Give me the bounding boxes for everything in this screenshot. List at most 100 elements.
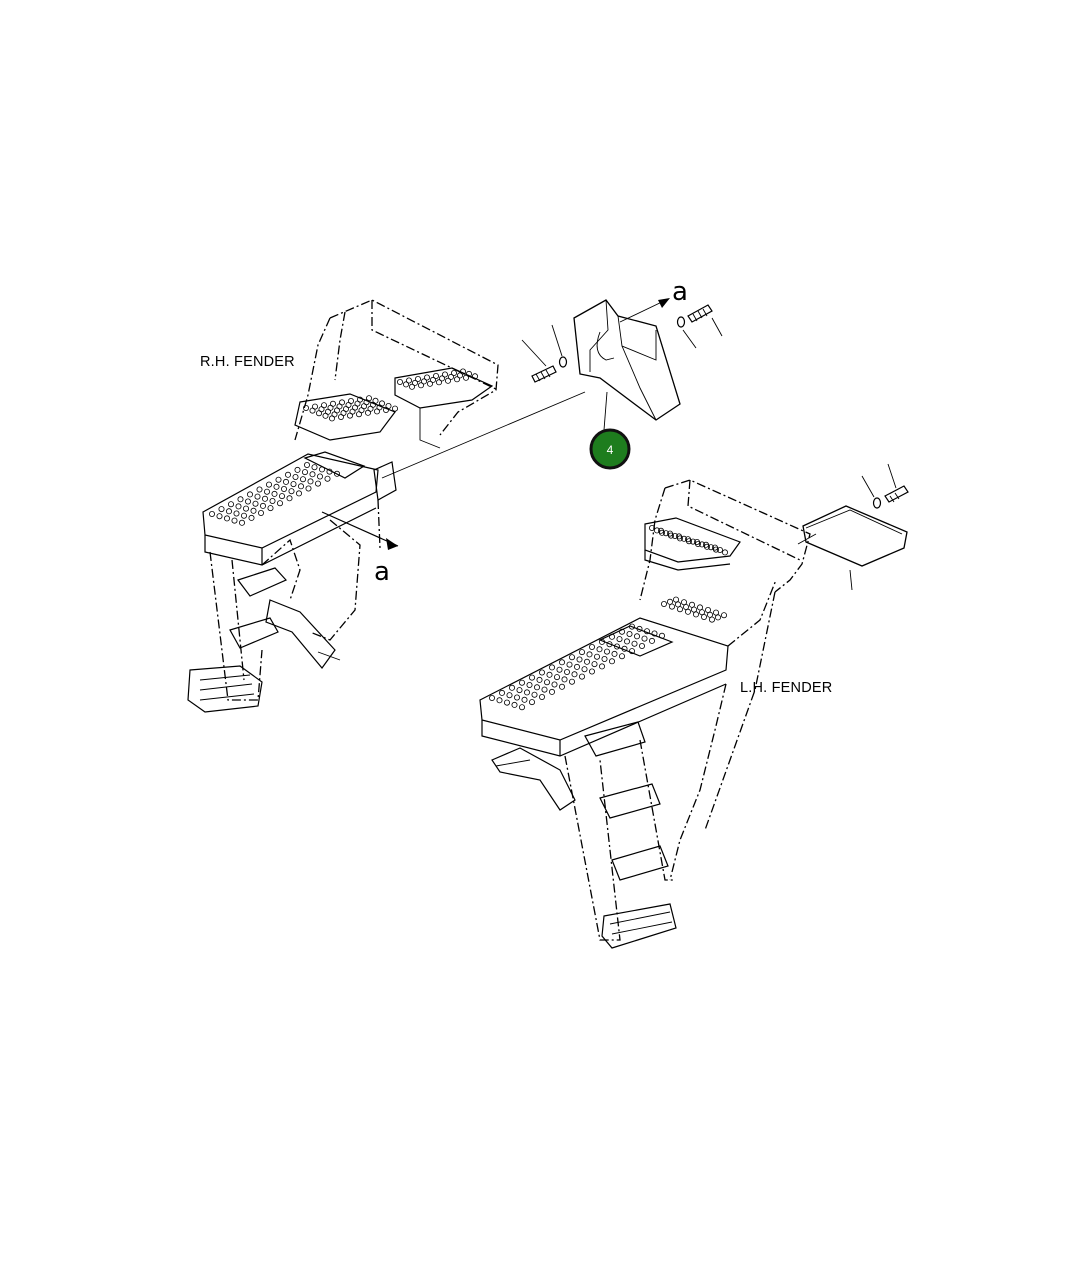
perforation-hole <box>549 664 556 671</box>
perforation-hole <box>539 694 546 701</box>
perforation-hole <box>302 404 309 411</box>
perforation-hole <box>280 485 287 492</box>
perforation-hole <box>252 500 259 507</box>
perforation-hole <box>624 638 631 645</box>
callout-4[interactable]: 4 <box>589 428 631 470</box>
perforation-hole <box>717 547 724 554</box>
perforation-hole <box>541 686 548 693</box>
perforation-hole <box>521 696 528 703</box>
perforation-hole <box>271 490 278 497</box>
perforation-hole <box>571 671 578 678</box>
perforation-hole <box>566 661 573 668</box>
perforation-hole <box>709 616 716 623</box>
perforation-hole <box>649 637 656 644</box>
perforation-hole <box>694 539 701 546</box>
perforation-hole <box>594 653 601 660</box>
view-arrow-a-lower-label: a <box>374 557 390 587</box>
perforation-hole <box>677 606 684 613</box>
perforation-hole <box>297 483 304 490</box>
perforation-hole <box>591 661 598 668</box>
perforation-hole <box>438 375 445 382</box>
perforation-hole <box>233 510 240 517</box>
perforation-hole <box>465 370 472 377</box>
perforation-hole <box>405 377 412 384</box>
perforation-hole <box>261 495 268 502</box>
perforation-hole <box>391 405 398 412</box>
perforation-hole <box>267 505 274 512</box>
perforation-hole <box>715 614 722 621</box>
perforation-hole <box>672 533 679 540</box>
perforation-hole <box>311 403 318 410</box>
perforation-hole <box>722 549 729 556</box>
lh-fender-assembly <box>479 479 811 949</box>
perforation-hole <box>396 378 403 385</box>
perforation-hole <box>506 692 513 699</box>
perforation-hole <box>536 676 543 683</box>
perforation-hole <box>569 678 576 685</box>
perforation-hole <box>269 497 276 504</box>
perforation-hole <box>663 530 670 537</box>
perforation-hole <box>459 368 466 375</box>
perforation-hole <box>471 373 478 380</box>
perforation-hole <box>408 383 415 390</box>
perforation-hole <box>564 669 571 676</box>
perforation-hole <box>292 473 299 480</box>
perforation-hole <box>669 603 676 610</box>
perforation-hole <box>589 644 596 651</box>
callout-4-circle[interactable] <box>589 428 631 470</box>
perforation-hole <box>402 381 409 388</box>
perforation-hole <box>240 512 247 519</box>
perforation-hole <box>539 669 546 676</box>
perforation-hole <box>599 638 606 645</box>
perforation-hole <box>708 544 715 551</box>
perforation-hole <box>589 668 596 675</box>
perforation-hole <box>529 674 536 681</box>
perforation-hole <box>453 376 460 383</box>
perforation-hole <box>275 476 282 483</box>
perforation-hole <box>307 478 314 485</box>
perforation-hole <box>498 689 505 696</box>
perforation-hole <box>372 397 379 404</box>
perforation-hole <box>503 699 510 706</box>
perforation-hole <box>581 666 588 673</box>
perforation-hole <box>574 663 581 670</box>
perforation-hole <box>227 501 234 508</box>
callout-4-number[interactable]: 4 <box>607 443 614 457</box>
perforation-hole <box>579 673 586 680</box>
perforation-hole <box>441 371 448 378</box>
perforation-hole <box>544 679 551 686</box>
rh-fender-perforations <box>208 368 478 526</box>
perforation-hole <box>385 402 392 409</box>
perforation-hole <box>329 400 336 407</box>
perforation-hole <box>447 373 454 380</box>
perforation-hole <box>295 490 302 497</box>
perforation-hole <box>309 471 316 478</box>
perforation-hole <box>629 648 636 655</box>
perforation-hole <box>685 608 692 615</box>
perforation-hole <box>712 544 719 551</box>
perforation-hole <box>326 468 333 475</box>
perforation-hole <box>250 507 257 514</box>
perforation-hole <box>519 704 526 711</box>
perforation-hole <box>519 679 526 686</box>
perforation-hole <box>690 538 697 545</box>
perforation-hole <box>450 369 457 376</box>
perforation-hole <box>531 691 538 698</box>
perforation-hole <box>516 687 523 694</box>
perforation-hole <box>626 631 633 638</box>
perforation-hole <box>559 683 566 690</box>
perforation-hole <box>584 658 591 665</box>
perforation-hole <box>278 493 285 500</box>
perforation-hole <box>225 508 232 515</box>
perforation-hole <box>636 625 643 632</box>
perforation-hole <box>414 375 421 382</box>
bolt-washer-set-center <box>521 304 723 383</box>
perforation-hole <box>526 682 533 689</box>
perforation-hole <box>417 382 424 389</box>
perforation-hole <box>629 623 636 630</box>
perforation-hole <box>456 372 463 379</box>
perforation-hole <box>601 656 608 663</box>
perforation-hole <box>276 500 283 507</box>
perforation-hole <box>282 478 289 485</box>
